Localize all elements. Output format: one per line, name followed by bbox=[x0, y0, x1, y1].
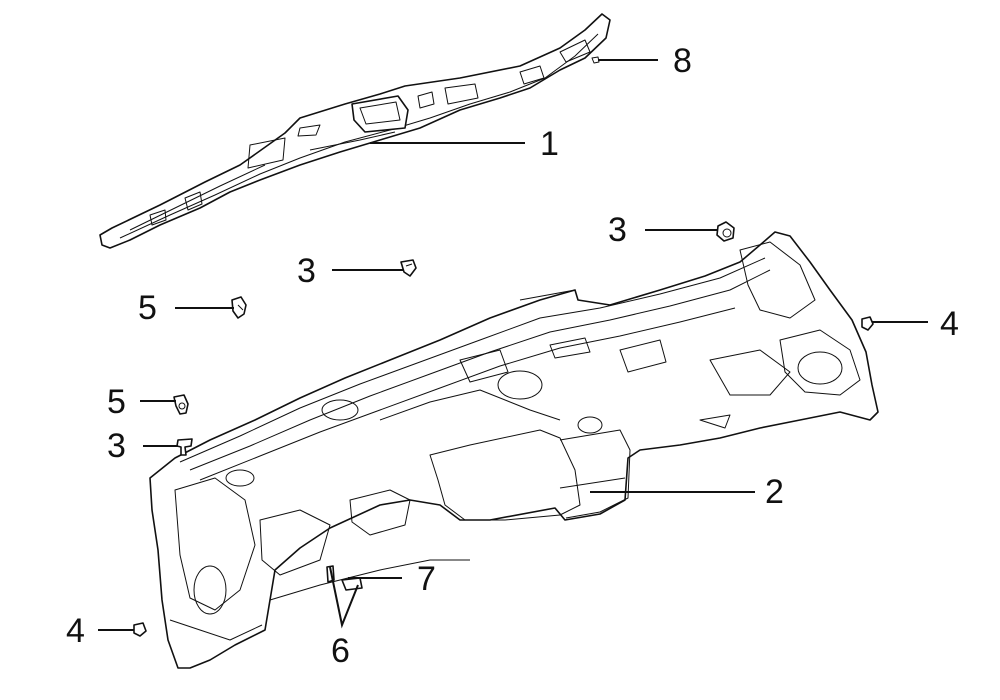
pin-part-5-lower bbox=[173, 394, 189, 415]
callout-6: 6 bbox=[331, 632, 350, 670]
clip-part-8 bbox=[591, 56, 600, 64]
pin-part-5-upper bbox=[231, 296, 247, 319]
upper-insulator-part-1 bbox=[99, 13, 611, 249]
clip-part-3-left bbox=[176, 438, 193, 456]
dash-insulator-part-2 bbox=[149, 231, 879, 669]
callout-3-middle: 3 bbox=[297, 252, 316, 290]
callout-7: 7 bbox=[417, 560, 436, 598]
callout-5-lower: 5 bbox=[107, 383, 126, 421]
clip-part-3-upper-right bbox=[716, 221, 735, 242]
callout-4-left: 4 bbox=[66, 612, 85, 650]
clip-part-3-middle bbox=[400, 259, 417, 277]
leader-6 bbox=[329, 566, 359, 629]
grommet-part-4-left bbox=[133, 622, 147, 637]
callout-3-upper-right: 3 bbox=[608, 211, 627, 249]
callout-3-left: 3 bbox=[107, 427, 126, 465]
leader-lines bbox=[98, 59, 928, 631]
callout-4-right: 4 bbox=[940, 305, 959, 343]
callout-5-upper: 5 bbox=[138, 289, 157, 327]
callout-8: 8 bbox=[673, 42, 692, 80]
grommet-part-4-right bbox=[861, 316, 874, 331]
callout-1: 1 bbox=[540, 125, 559, 163]
callout-2: 2 bbox=[765, 473, 784, 511]
